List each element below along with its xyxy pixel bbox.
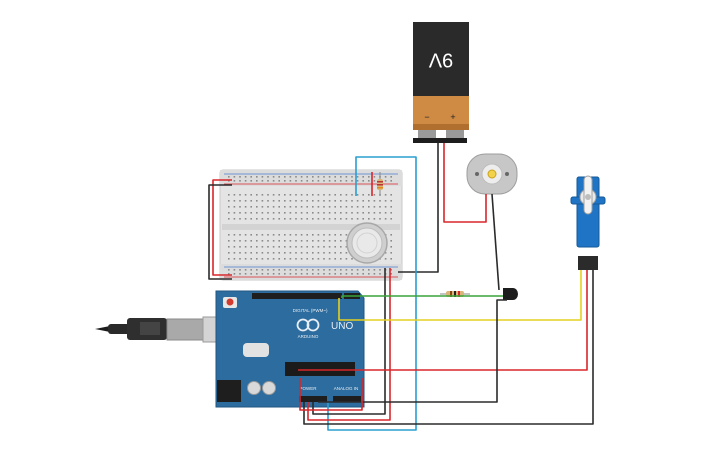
battery-plus-label: + bbox=[450, 112, 455, 122]
battery-voltage-label: 9V bbox=[428, 49, 453, 71]
arduino-uno[interactable]: DIGITAL (PWM~) UNO ARDUINO POWER ANALOG … bbox=[215, 290, 365, 408]
wire-breadboard-left-black[interactable] bbox=[208, 184, 232, 280]
gas-sensor[interactable] bbox=[346, 222, 388, 264]
arduino-model-label: UNO bbox=[331, 321, 353, 332]
wire-motor-black[interactable] bbox=[491, 193, 500, 291]
breadboard-resistor[interactable] bbox=[377, 172, 383, 196]
analog-pins-label: ANALOG IN bbox=[334, 386, 359, 391]
power-pins-label: POWER bbox=[299, 386, 317, 391]
wire-servo-black[interactable] bbox=[303, 270, 594, 425]
arduino-brand-label: ARDUINO bbox=[298, 334, 319, 339]
wire-servo-yellow[interactable] bbox=[338, 270, 582, 321]
wire-battery-negative[interactable] bbox=[398, 143, 439, 273]
wires bbox=[208, 143, 594, 431]
digital-pins-label: DIGITAL (PWM~) bbox=[293, 308, 328, 313]
wire-servo-red[interactable] bbox=[298, 270, 588, 371]
battery-9v[interactable]: 9V − + bbox=[413, 22, 469, 143]
battery-minus-label: − bbox=[424, 112, 429, 122]
wire-arduino-red-loop[interactable] bbox=[299, 378, 363, 411]
wire-breadboard-left-red[interactable] bbox=[212, 179, 232, 276]
wire-breadboard-red-arduino[interactable] bbox=[307, 268, 391, 421]
wire-sensor-blue[interactable] bbox=[327, 156, 417, 431]
wire-breadboard-black-arduino[interactable] bbox=[312, 268, 386, 415]
dc-motor[interactable] bbox=[466, 153, 518, 195]
transistor[interactable] bbox=[503, 288, 518, 300]
wire-battery-positive[interactable] bbox=[443, 143, 487, 223]
servo-motor[interactable] bbox=[570, 175, 606, 270]
wire-signal-green[interactable] bbox=[341, 295, 503, 298]
wire-transistor-ground[interactable] bbox=[318, 299, 507, 403]
